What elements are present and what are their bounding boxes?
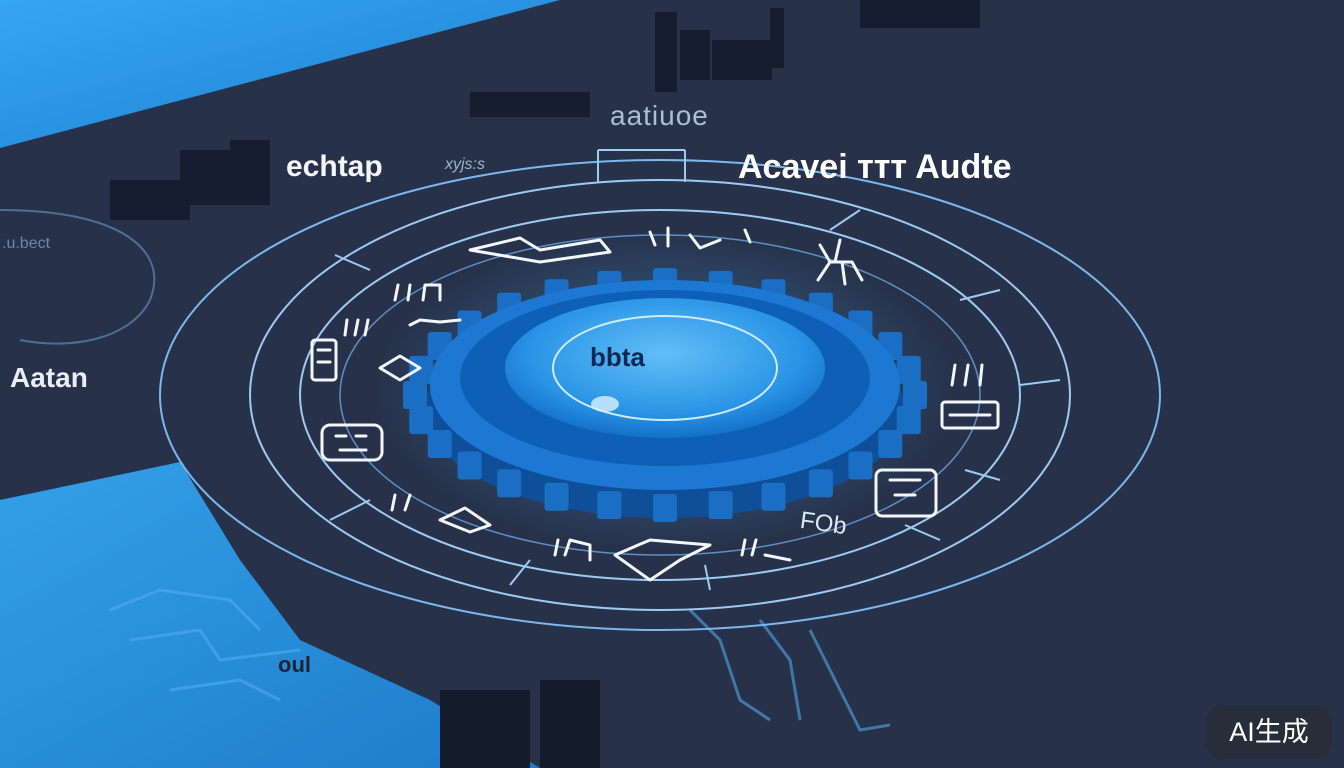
- figures-icon: [343, 318, 370, 337]
- heading-left: echtap: [286, 150, 383, 183]
- robot-icon: [320, 423, 384, 462]
- gear-tooth: [848, 451, 873, 480]
- ai-generated-badge: AI生成: [1206, 705, 1332, 759]
- ring-3: [299, 209, 1021, 581]
- gear-tooth: [597, 491, 622, 520]
- skyline-top: [110, 0, 980, 220]
- gear-tooth: [497, 469, 522, 498]
- side-label: Aatan: [10, 362, 88, 393]
- gear-tooth: [903, 381, 927, 409]
- gear-tooth: [409, 406, 434, 435]
- heading-top: aatiuoe: [610, 100, 709, 131]
- tools-icon: [648, 226, 752, 250]
- sail-icon: [438, 506, 492, 534]
- gear-tooth: [457, 451, 482, 480]
- gear-center-label: bbta: [590, 342, 645, 372]
- left-arc: [0, 209, 156, 345]
- pair-icon: [740, 538, 792, 562]
- gear-tooth: [896, 355, 921, 384]
- gear-tooth: [896, 406, 921, 435]
- heading-right: Acavei ᴛᴛᴛ Audte: [738, 148, 1012, 186]
- skyline-bottom: [440, 680, 600, 768]
- ring-2: [249, 179, 1071, 611]
- bottom-label: oul: [278, 652, 311, 677]
- arrow-icon: [408, 318, 462, 327]
- device-icon: [310, 338, 338, 382]
- ring-icons: [310, 226, 1000, 582]
- ring-ticks: [329, 149, 1061, 591]
- walker-icon: [390, 493, 412, 512]
- diamond-icon: [378, 354, 422, 382]
- circuit-traces: [109, 588, 891, 732]
- gear-tooth: [653, 494, 677, 522]
- gear-tooth: [403, 381, 427, 409]
- gear-tooth: [878, 430, 903, 459]
- gear-tooth: [544, 482, 569, 511]
- heading-left-small: xyjs:s: [445, 156, 485, 173]
- people-icon: [393, 283, 442, 302]
- gear-tooth: [409, 355, 434, 384]
- octopus-icon: [816, 238, 864, 286]
- group-icon: [553, 538, 592, 562]
- circuit-icon: [468, 236, 612, 264]
- gear-tooth: [427, 430, 452, 459]
- gear-tooth: [808, 469, 833, 498]
- folder-icon: [874, 468, 938, 518]
- card-icon: [940, 400, 1000, 430]
- map-icon: [613, 538, 712, 582]
- gear-tooth: [761, 482, 786, 511]
- outer-ring: [159, 159, 1161, 631]
- center-gear: [403, 268, 927, 522]
- gear-tooth: [708, 491, 733, 520]
- bottom-left-blue-panel: [0, 462, 540, 768]
- edge-label: .u.bect: [2, 235, 51, 252]
- top-left-blue-panel: [0, 0, 560, 148]
- figures-right-icon: [950, 363, 984, 387]
